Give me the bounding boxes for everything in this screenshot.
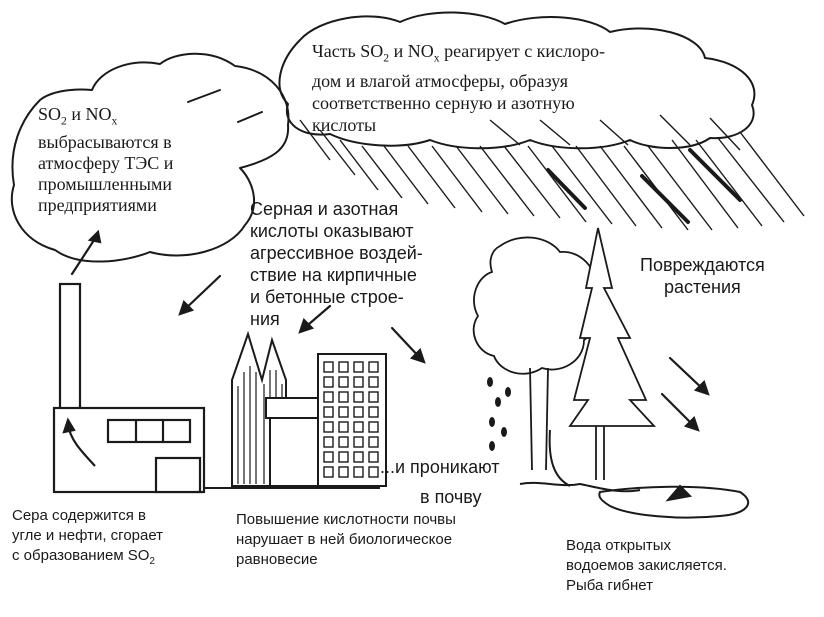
factory-chimney — [58, 282, 82, 414]
arrow-head — [178, 299, 195, 316]
building-window — [338, 406, 349, 418]
building-window — [323, 466, 334, 478]
building-window — [368, 361, 379, 373]
building-window — [368, 406, 379, 418]
arrow-head — [683, 415, 700, 432]
cloud-dash — [187, 89, 221, 103]
building-window — [353, 376, 364, 388]
fir-tree — [568, 227, 657, 480]
water-caption: Вода открытых водоемов закисляется. Рыба… — [566, 537, 727, 594]
apartment-building — [317, 353, 387, 487]
building-window — [323, 406, 334, 418]
building-window — [323, 451, 334, 463]
building-window — [323, 421, 334, 433]
reaction-cloud — [278, 11, 756, 150]
deciduous-tree — [472, 236, 603, 471]
gothic-building — [231, 330, 327, 487]
factory — [52, 282, 206, 494]
acidity-caption: Повышение кислотности почвы нарушает в н… — [236, 511, 456, 568]
building-window — [368, 451, 379, 463]
building-window — [353, 361, 364, 373]
emission-cloud — [10, 52, 290, 263]
cloud-dash — [237, 111, 263, 123]
arrows — [70, 229, 710, 432]
building-window — [338, 376, 349, 388]
building-window — [353, 466, 364, 478]
rain-hatching — [299, 114, 805, 231]
arrow-head — [409, 347, 426, 364]
building-window — [323, 436, 334, 448]
acid-drops — [487, 377, 511, 451]
building-window — [338, 361, 349, 373]
building-window — [368, 391, 379, 403]
building-window — [353, 436, 364, 448]
emission-label: SO2 и NOx выбрасываются в атмосферу ТЭС … — [38, 104, 174, 215]
plants-label: Повреждаются растения — [640, 255, 765, 297]
dead-fish-icon — [665, 484, 693, 502]
building-window — [368, 436, 379, 448]
building-window — [368, 376, 379, 388]
building-window — [323, 376, 334, 388]
building-window — [338, 451, 349, 463]
building-window — [338, 436, 349, 448]
building-window — [368, 421, 379, 433]
rain-strokes — [546, 148, 742, 224]
building-window — [323, 361, 334, 373]
coal-caption: Сера содержится в угле и нефти, сгорает … — [12, 507, 164, 567]
building-window — [368, 466, 379, 478]
building-window — [353, 406, 364, 418]
ground — [204, 429, 641, 493]
arrow-head — [87, 229, 102, 244]
arrow-head — [298, 317, 315, 334]
building-window — [338, 391, 349, 403]
buildings-label: Серная и азотная кислоты оказывают агрес… — [250, 199, 423, 329]
building-window — [353, 391, 364, 403]
building-window — [323, 391, 334, 403]
arrow-head — [693, 379, 710, 396]
building-window — [353, 421, 364, 433]
soil-label: ...и проникают в почву — [380, 457, 500, 507]
building-window — [353, 451, 364, 463]
pond — [598, 484, 750, 519]
building-window — [338, 466, 349, 478]
building-window — [338, 421, 349, 433]
reaction-label: Часть SO2 и NOx реагирует с кислоро- дом… — [312, 41, 606, 135]
